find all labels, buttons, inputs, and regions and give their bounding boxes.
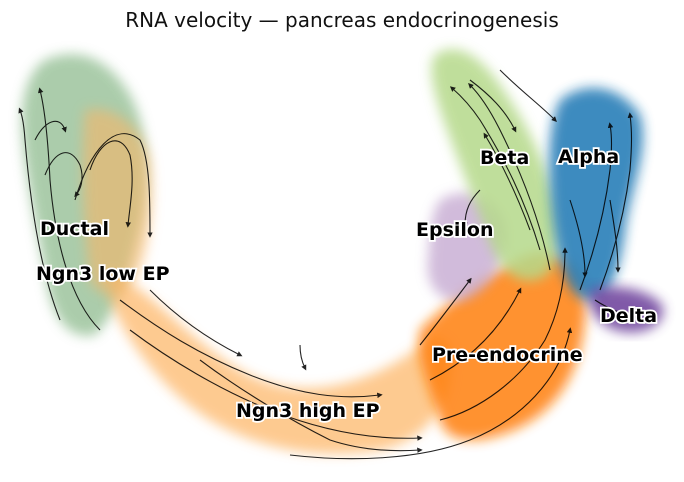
streamline: [129, 329, 423, 441]
cell-clouds: [21, 49, 664, 454]
cluster-label-ngn3-low: Ngn3 low EP: [36, 263, 170, 285]
streamline: [599, 112, 634, 291]
streamline: [569, 199, 588, 278]
streamline: [609, 199, 621, 273]
streamline: [34, 120, 67, 141]
cluster-label-epsilon: Epsilon: [416, 219, 494, 241]
cluster-cloud-ngn3-high: [110, 270, 451, 454]
streamline: [74, 133, 153, 238]
cluster-label-alpha: Alpha: [558, 146, 619, 168]
streamline: [499, 69, 557, 122]
cluster-labels: Ductal Ngn3 low EP Ngn3 high EP Pre-endo…: [34, 144, 659, 424]
cluster-label-ngn3-high: Ngn3 high EP: [236, 400, 380, 422]
cluster-cloud-alpha: [549, 88, 643, 300]
streamline: [119, 299, 383, 399]
streamline: [419, 277, 472, 346]
streamline: [462, 189, 481, 228]
cluster-cloud-ngn3-low: [82, 109, 152, 294]
streamline: [579, 122, 614, 291]
figure-title: RNA velocity — pancreas endocrinogenesis: [125, 8, 559, 32]
streamline: [199, 359, 423, 453]
velocity-streamlines: [18, 69, 643, 460]
cluster-label-delta: Delta: [600, 305, 657, 327]
streamline: [468, 83, 551, 271]
streamline: [469, 79, 517, 133]
cluster-label-pre-endocrine: Pre-endocrine: [432, 344, 583, 366]
streamline: [289, 327, 573, 460]
cluster-cloud-delta: [590, 286, 664, 333]
streamline: [37, 87, 101, 331]
streamline: [483, 132, 531, 231]
streamline: [149, 289, 243, 357]
streamline: [594, 299, 643, 321]
streamline: [89, 140, 133, 228]
streamline: [44, 152, 83, 198]
streamline: [18, 107, 61, 321]
streamline: [299, 344, 307, 371]
cluster-label-ductal: Ductal: [40, 218, 109, 240]
streamline: [429, 287, 522, 381]
cluster-label-beta: Beta: [480, 147, 529, 169]
streamline: [439, 247, 568, 421]
